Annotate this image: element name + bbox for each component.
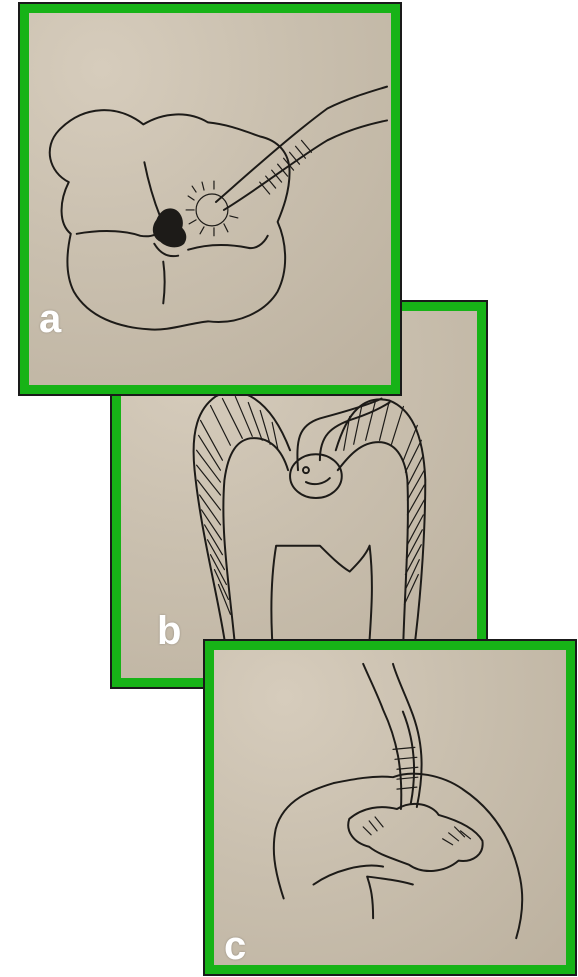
tooth-side-view-icon: [214, 650, 566, 965]
panel-a: a: [18, 2, 402, 396]
panel-label-c: c: [224, 926, 246, 965]
tooth-occlusal-view-icon: [29, 13, 391, 385]
panel-c: c: [203, 639, 577, 976]
panel-a-drawing: a: [29, 13, 391, 385]
panel-label-b: b: [157, 611, 181, 651]
panel-label-a: a: [39, 299, 61, 339]
panel-c-drawing: c: [214, 650, 566, 965]
